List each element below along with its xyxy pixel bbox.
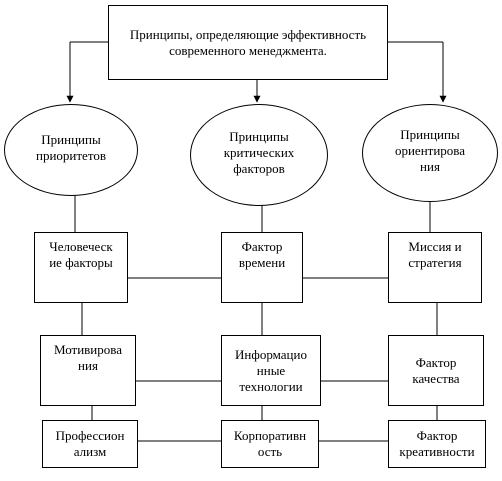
factor-time-label: Фактор времени [238,239,286,270]
factor-mission-box: Миссия и стратегия [388,232,482,303]
factor-professionalism-box: Профессион ализм [42,420,138,468]
factor-corporate-box: Корпоративн ость [221,420,319,468]
factor-creativity-label: Фактор креативности [399,428,475,459]
factor-quality-box: Фактор качества [388,335,484,406]
category-priorities-ellipse: Принципы приоритетов [4,104,138,196]
root-node-label: Принципы, определяющие эффективность сов… [129,26,367,58]
factor-quality-label: Фактор качества [412,354,460,386]
factor-mission-label: Миссия и стратегия [408,239,462,270]
factor-motivation-label: Мотивирова ния [53,342,123,373]
category-orientation-label: Принципы ориентирова ния [394,127,466,174]
category-orientation-ellipse: Принципы ориентирова ния [362,104,498,202]
root-node: Принципы, определяющие эффективность сов… [108,5,388,80]
factor-corporate-label: Корпоративн ость [233,428,307,459]
factor-professionalism-label: Профессион ализм [55,428,125,459]
category-critical-factors-ellipse: Принципы критических факторов [190,104,328,206]
factor-time-box: Фактор времени [221,232,303,303]
factor-it-label: Информацио нные технологии [235,346,307,394]
factor-human-box: Человеческ ие факторы [34,232,128,303]
factor-creativity-box: Фактор креативности [388,420,486,468]
factor-it-box: Информацио нные технологии [221,335,321,406]
factor-human-label: Человеческ ие факторы [49,239,113,270]
category-critical-factors-label: Принципы критических факторов [223,129,295,176]
category-priorities-label: Принципы приоритетов [36,132,106,163]
factor-motivation-box: Мотивирова ния [40,335,136,406]
